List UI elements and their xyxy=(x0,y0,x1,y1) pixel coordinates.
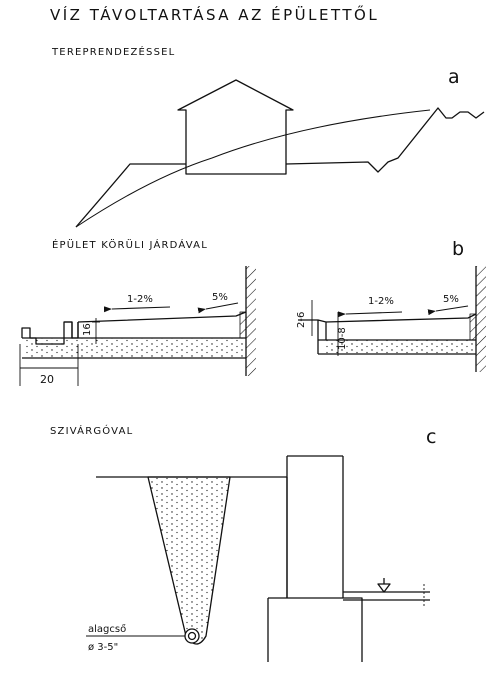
right-slope-label: 1-2% xyxy=(368,296,394,307)
panel-b-sidewalk xyxy=(19,266,256,386)
right-slope-arrow-edge xyxy=(427,305,469,316)
panel-a-letter: a xyxy=(448,66,460,88)
right-edge-slope-label: 5% xyxy=(443,294,459,305)
drain-diameter-label: ø 3-5" xyxy=(88,642,118,653)
panel-c-drain xyxy=(86,455,430,662)
panel-a-heading: TEREPRENDEZÉSSEL xyxy=(52,47,176,58)
panel-c-letter: c xyxy=(426,426,437,448)
panel-b-right-detail xyxy=(298,266,486,372)
house-outline xyxy=(177,79,294,175)
panel-a-terrain-grading xyxy=(75,79,485,228)
depth-label: 10-8 xyxy=(337,327,348,350)
curb-height-label: 16 xyxy=(82,323,93,336)
left-gutter-profile xyxy=(21,321,79,345)
left-edge-slope-label: 5% xyxy=(212,292,228,303)
left-slope-arrow-main xyxy=(103,306,171,313)
left-sidewalk-top xyxy=(77,311,247,323)
curb-width-label: 20 xyxy=(40,373,54,386)
drain-pipe-label: alagcső xyxy=(88,623,126,635)
right-base-band xyxy=(326,340,476,354)
left-slope-arrow-edge xyxy=(197,302,239,314)
left-slope-label: 1-2% xyxy=(127,294,153,305)
diagram-title: VÍZ TÁVOLTARTÁSA AZ ÉPÜLETTŐL xyxy=(50,6,380,24)
right-slope-arrow-main xyxy=(337,311,403,318)
left-curb-block xyxy=(64,321,73,338)
left-base-band xyxy=(26,338,246,358)
regraded-terrain-line xyxy=(75,107,485,228)
water-level-marker xyxy=(377,583,391,593)
panel-b-heading: ÉPÜLET KÖRÜLI JÁRDÁVAL xyxy=(52,240,208,251)
footing xyxy=(267,597,363,662)
drain-pipe xyxy=(184,628,200,644)
building-wall xyxy=(286,455,344,598)
right-sidewalk-top xyxy=(325,313,477,323)
step-height-label: 2-6 xyxy=(296,312,307,328)
original-ground-line xyxy=(75,109,431,228)
panel-c-heading: SZIVÁRGÓVAL xyxy=(50,426,134,437)
panel-b-letter: b xyxy=(452,238,465,260)
gravel-trench xyxy=(147,476,231,645)
water-level-lines xyxy=(343,591,430,601)
